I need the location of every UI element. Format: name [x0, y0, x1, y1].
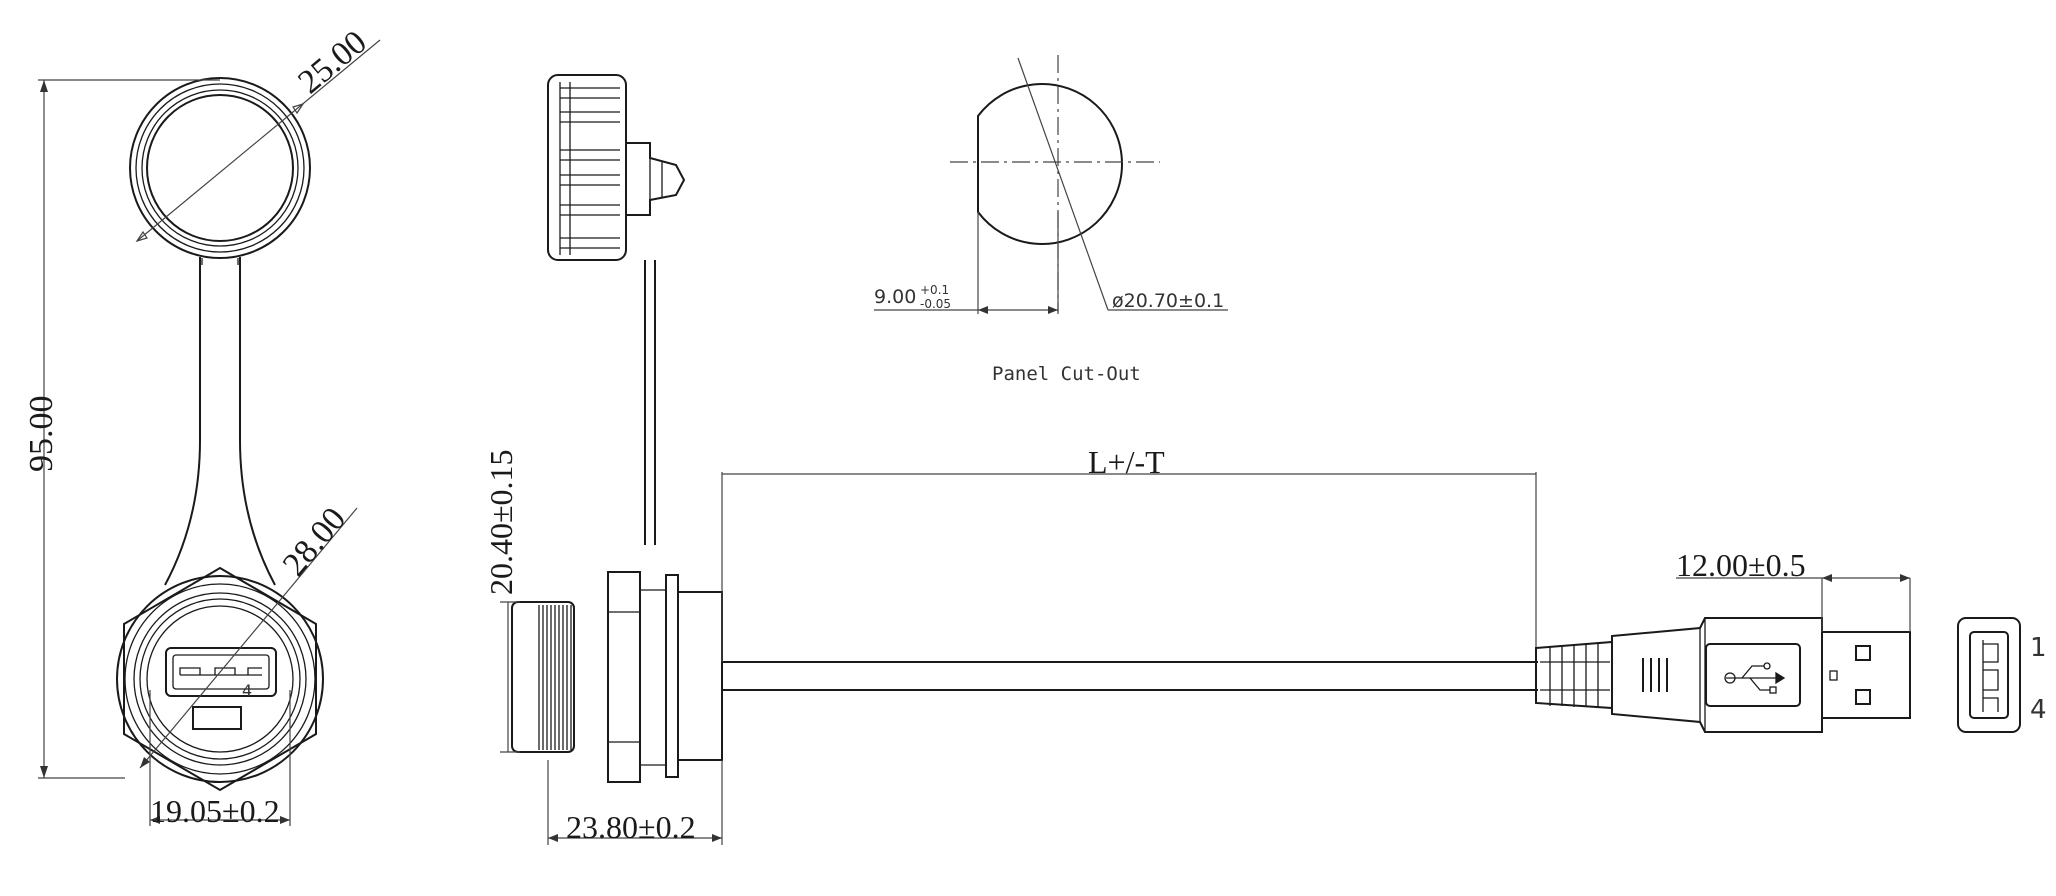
nut-diameter-label: 28.00 — [276, 501, 354, 583]
usb-socket-inner — [172, 654, 270, 690]
usb-socket-tongue — [179, 667, 262, 676]
grip-ridges — [1642, 658, 1668, 692]
gasket — [677, 591, 723, 761]
socket-width-label: 19.05±0.2 — [150, 793, 280, 829]
front-view: 4 25.00 95.00 28.00 19.05±0.2 — [23, 24, 381, 829]
shell-dot — [1829, 670, 1838, 681]
flat-dimension-label: 9.00 — [874, 286, 916, 308]
dust-cap-body — [547, 74, 627, 261]
flat-tol-lower: -0.05 — [920, 297, 951, 311]
socket-key-slot — [192, 706, 242, 730]
tether-clip — [626, 142, 686, 216]
thread-height-label: 20.40±0.15 — [483, 449, 519, 595]
usb-plug: 12.00±0.5 — [1535, 547, 1911, 733]
usb-logo-icon — [1724, 662, 1786, 694]
plug-body — [1611, 617, 1823, 733]
pin-contacts — [1982, 640, 1999, 712]
cable — [722, 661, 1538, 691]
usb-logo-panel — [1705, 643, 1801, 707]
thread-lines — [538, 605, 572, 750]
flat-base-value: 9.00 — [874, 286, 916, 308]
cable-length-label: L+/-T — [1088, 444, 1165, 480]
cap-inner-ring — [146, 94, 294, 242]
nut-ring-2 — [124, 583, 316, 775]
cutout-diameter-label: ø20.70±0.1 — [1112, 290, 1224, 312]
pin-face-view: 1 4 — [1957, 617, 2047, 733]
tether-strap — [164, 257, 276, 586]
nut-ring-3 — [133, 592, 307, 766]
plug-length-label: 12.00±0.5 — [1676, 547, 1806, 583]
pin-1-label: 1 — [2030, 633, 2047, 663]
nut-ring-outer — [116, 575, 324, 783]
usb-socket-outer — [165, 647, 277, 697]
nut-ring-inner — [146, 605, 294, 753]
cap-ring-2 — [135, 83, 305, 253]
socket-pin-label: 4 — [242, 681, 252, 700]
pin-face-inner — [1969, 631, 2009, 719]
cap-ring-3 — [141, 89, 299, 247]
pin-4-label: 4 — [2030, 695, 2047, 725]
shell-window-2 — [1855, 689, 1871, 705]
pin-face-outer — [1957, 617, 2021, 733]
flange-depth-label: 23.80±0.2 — [566, 809, 696, 845]
cap-outer-ring — [129, 77, 311, 259]
shell-window-1 — [1855, 645, 1871, 661]
flat-tol-upper: +0.1 — [920, 283, 949, 297]
panel-flange — [665, 574, 679, 778]
thread-barrel — [511, 601, 575, 753]
panel-cutout-title: Panel Cut-Out — [992, 363, 1141, 385]
cap-diameter-label: 25.00 — [291, 24, 373, 102]
cutout-profile — [977, 83, 1123, 245]
nut-side — [607, 571, 641, 783]
tether-strap-side — [644, 260, 656, 545]
nut-ring-4 — [139, 598, 301, 760]
usb-shell — [1821, 631, 1911, 719]
panel-cutout-view: 9.00 +0.1 -0.05 ø20.70±0.1 Panel Cut-Out — [874, 55, 1228, 385]
overall-length-label: 95.00 — [23, 396, 60, 473]
hex-nut-outline — [123, 566, 317, 792]
cap-knurling — [559, 82, 620, 255]
side-view: 20.40±0.15 23.80±0.2 L+/-T — [483, 74, 1538, 845]
